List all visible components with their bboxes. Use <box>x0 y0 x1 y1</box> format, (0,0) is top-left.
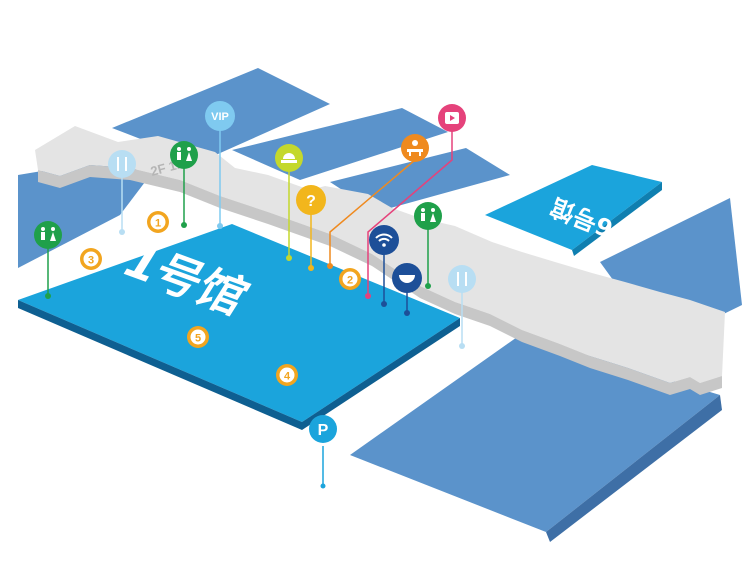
meeting-room-pin[interactable] <box>401 134 429 162</box>
entrance-number: 1 <box>155 218 161 230</box>
cafe-icon <box>399 275 415 283</box>
entrance-badge-2[interactable]: 2 <box>339 268 361 290</box>
corridor <box>35 126 725 383</box>
video-pin[interactable] <box>438 104 466 132</box>
restroom-icon <box>421 208 436 222</box>
parking-label: P <box>318 422 329 439</box>
entrance-badge-1[interactable]: 1 <box>147 211 169 233</box>
restroom-icon <box>177 147 192 161</box>
restaurant-pin-1[interactable] <box>108 150 136 178</box>
restaurant-icon <box>457 272 467 286</box>
info-label: ? <box>306 193 316 210</box>
service-desk-icon <box>281 153 297 163</box>
restroom-pin-1[interactable] <box>34 221 62 249</box>
hall-6[interactable] <box>485 165 662 250</box>
service-desk-pin[interactable] <box>275 144 303 172</box>
entrance-number: 3 <box>88 255 94 267</box>
video-icon <box>445 112 459 124</box>
restroom-pin-2[interactable] <box>170 141 198 169</box>
entrance-number: 2 <box>347 275 353 287</box>
restaurant-icon <box>117 157 127 171</box>
restaurant-pin-2[interactable] <box>448 265 476 293</box>
hall-6-edge <box>572 182 662 256</box>
info-pin[interactable]: ? <box>296 185 326 215</box>
pin-dots <box>45 222 465 489</box>
wifi-pin[interactable] <box>369 225 399 255</box>
hall-lower-edge <box>546 395 722 542</box>
wifi-icon <box>375 233 393 242</box>
restroom-pin-3[interactable] <box>414 202 442 230</box>
cafe-pin[interactable] <box>392 263 422 293</box>
pin-leaders <box>47 128 463 484</box>
meeting-room-icon <box>407 140 423 156</box>
hall-1-edge <box>18 300 460 430</box>
entrance-number: 4 <box>284 371 291 383</box>
vip-label: VIP <box>211 111 229 123</box>
restroom-icon <box>41 227 56 241</box>
parking-pin[interactable]: P <box>309 415 337 443</box>
entrance-badge-4[interactable]: 4 <box>276 364 298 386</box>
entrance-badge-5[interactable]: 5 <box>187 326 209 348</box>
hall-front-right <box>350 335 720 532</box>
entrance-number: 5 <box>195 333 201 345</box>
hall-back-3 <box>330 148 510 212</box>
vip-pin[interactable]: VIP <box>205 101 235 131</box>
entrance-badge-3[interactable]: 3 <box>80 248 102 270</box>
